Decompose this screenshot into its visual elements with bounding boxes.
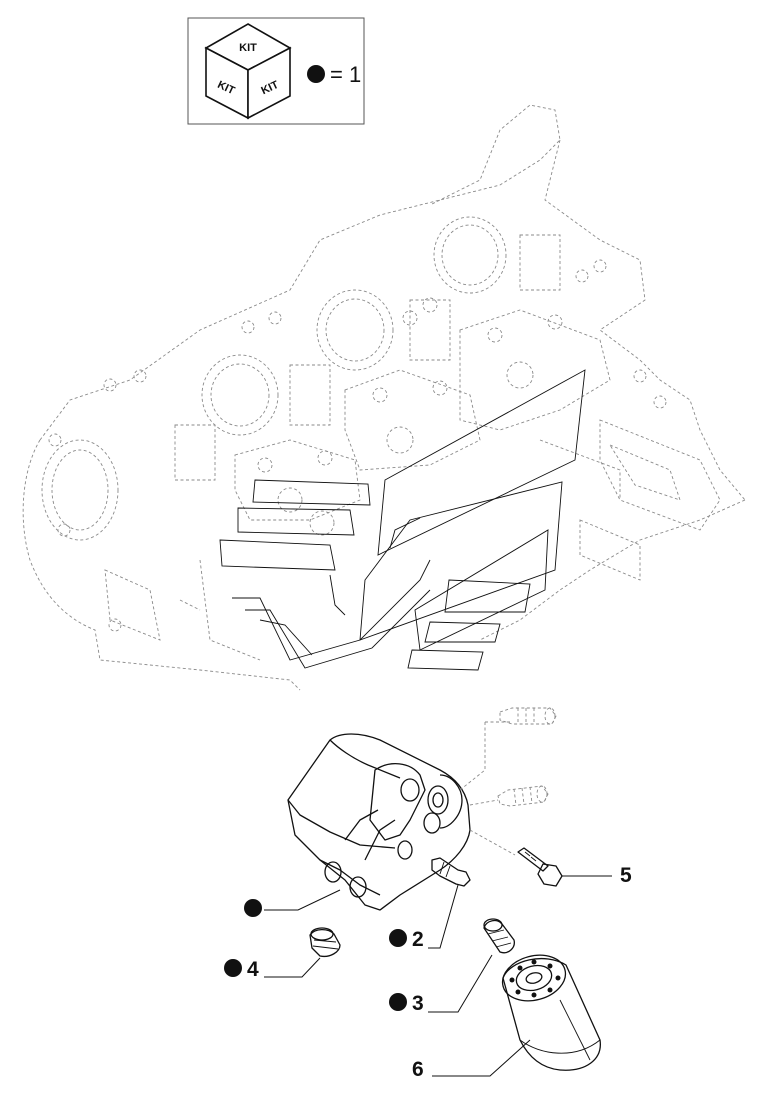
gasket-plates <box>219 369 586 671</box>
kit-bullet-dot <box>307 65 325 83</box>
kit-label-top: KIT <box>239 42 257 54</box>
callout-label-5: 5 <box>620 864 632 887</box>
callout-label-2: 2 <box>412 928 424 951</box>
filter-head-assembly <box>287 733 471 911</box>
kit-equals-text: = 1 <box>330 62 361 87</box>
engine-block-phantom <box>22 104 746 691</box>
kit-bullet-3 <box>389 993 407 1011</box>
callout-2: 2 <box>389 884 459 951</box>
kit-bullet-1 <box>244 899 262 917</box>
stud-part-3 <box>483 918 515 954</box>
callout-1 <box>244 889 341 917</box>
fitting-upper <box>499 707 557 725</box>
callout-4: 4 <box>224 957 321 981</box>
callout-5: 5 <box>562 864 632 887</box>
kit-bullet-4 <box>224 959 242 977</box>
bolt-part <box>517 847 563 887</box>
callout-3: 3 <box>389 954 493 1015</box>
callout-label-4: 4 <box>247 958 259 981</box>
kit-bullet-2 <box>389 929 407 947</box>
plug-part-4 <box>309 927 341 958</box>
callout-label-3: 3 <box>412 992 424 1015</box>
explode-lines <box>459 721 516 856</box>
callout-6: 6 <box>412 1039 531 1081</box>
kit-legend: KIT KIT KIT = 1 <box>187 17 365 125</box>
fitting-lower <box>497 785 549 807</box>
filter-cartridge-6 <box>501 954 601 1071</box>
callout-label-6: 6 <box>412 1058 424 1081</box>
kit-cube-icon: KIT KIT KIT <box>204 23 292 120</box>
